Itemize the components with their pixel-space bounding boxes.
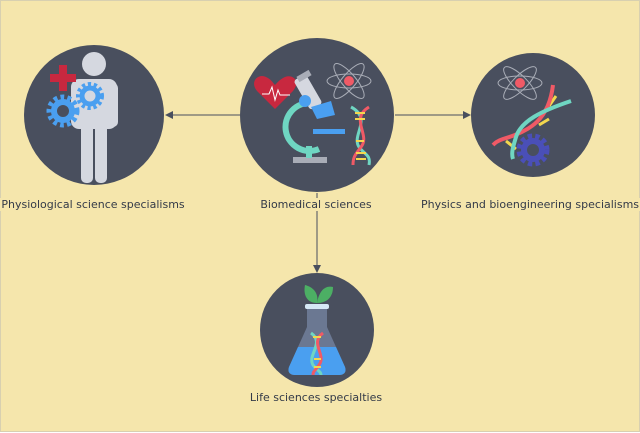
dna-icon	[350, 105, 371, 166]
atom-icon	[326, 63, 372, 99]
biomedical-node[interactable]	[240, 38, 394, 192]
life-sciences-node[interactable]	[260, 273, 374, 387]
physics-node[interactable]	[471, 53, 595, 177]
life-sciences-label: Life sciences specialties	[247, 391, 385, 404]
dna-icon	[491, 84, 572, 160]
physics-label: Physics and bioengineering specialisms	[418, 198, 640, 211]
dna-icon	[309, 331, 325, 376]
heart-icon	[254, 75, 297, 109]
biomedical-label: Biomedical sciences	[258, 198, 374, 211]
gear-icon	[46, 82, 104, 128]
heartbeat-icon	[262, 85, 290, 102]
physiological-label: Physiological science specialisms	[0, 198, 187, 211]
plant-icon	[304, 285, 333, 303]
atom-icon	[497, 66, 543, 100]
physiological-node[interactable]	[24, 45, 164, 185]
gear-icon	[516, 133, 550, 167]
medical-cross-icon	[50, 65, 76, 91]
microscope-icon	[282, 69, 345, 163]
